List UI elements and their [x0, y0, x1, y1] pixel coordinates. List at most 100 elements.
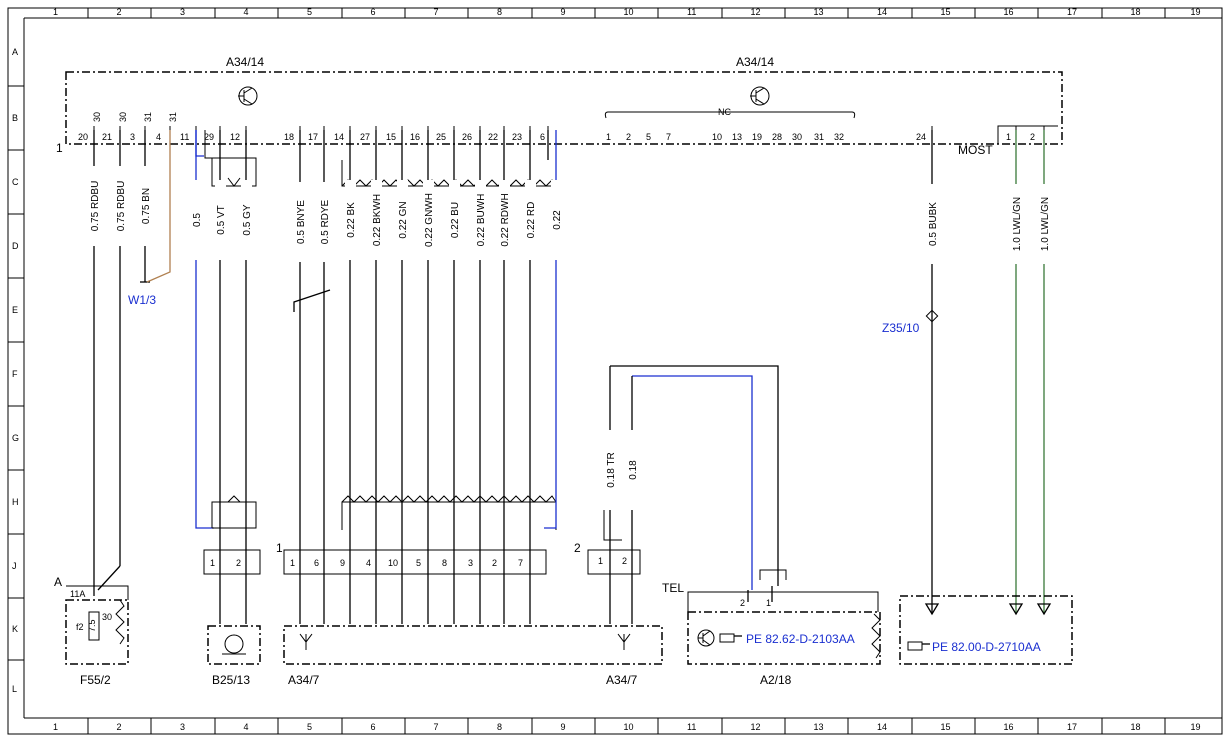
a34-14-pin: 7 [666, 132, 671, 142]
a34-7-pin: 4 [366, 558, 371, 568]
grid-col-label: 6 [371, 7, 376, 17]
a34-14-pin: 15 [386, 132, 396, 142]
grid-col-label: 4 [244, 722, 249, 732]
grid-row-label: D [12, 241, 19, 251]
fuse-f2: f2 [76, 622, 84, 632]
a2-18-box [687, 611, 881, 665]
a34-7-pin: 3 [468, 558, 473, 568]
wire-label: 1.0 LWL/GN [1012, 197, 1023, 251]
antenna-icon [299, 633, 313, 650]
ref-most[interactable]: PE 82.00-D-2710AA [932, 640, 1041, 654]
grid-col-label: 5 [307, 7, 312, 17]
wire-label: 0.5 GY [242, 204, 253, 235]
a34-14-subpin: 31 [143, 112, 153, 122]
tel-label: TEL [662, 581, 684, 595]
grid-col-label: 11 [687, 7, 696, 17]
marker-2: 2 [574, 541, 581, 555]
a34-14-label-right: A34/14 [736, 55, 774, 69]
a34-14-pin: 10 [712, 132, 722, 142]
fuse-30: 30 [102, 612, 112, 622]
a34-14-pin: 13 [732, 132, 742, 142]
grid-col-label: 10 [624, 722, 634, 732]
grid-col-label: 1 [53, 722, 58, 732]
f55-2-label: F55/2 [80, 673, 111, 687]
ref-a2-18[interactable]: PE 82.62-D-2103AA [746, 632, 855, 646]
marker-1: 1 [56, 141, 63, 155]
wire-label: 0.22 BKWH [372, 194, 383, 246]
a34-7-box [283, 625, 663, 665]
nc-bracket [604, 111, 856, 119]
pointing-hand-icon [719, 633, 742, 643]
grid-col-label: 7 [434, 722, 439, 732]
a34-7-connector [283, 549, 547, 575]
a34-14-pin: 28 [772, 132, 782, 142]
grid-row-label: L [12, 684, 17, 694]
grid-row-label: F [12, 369, 18, 379]
b25-13-label: B25/13 [212, 673, 250, 687]
grid-col-label: 2 [117, 722, 122, 732]
frame-outer [7, 7, 1223, 735]
a34-14-pin: 2 [1030, 132, 1035, 142]
a34-14-pin: 14 [334, 132, 344, 142]
a34-14-pin: 30 [792, 132, 802, 142]
grid-col-label: 15 [941, 722, 951, 732]
wire-label: 0.5 BUBK [928, 202, 939, 246]
wire-label: 0.22 BU [450, 202, 461, 238]
transistor-icon [750, 86, 770, 106]
fuse-icon [88, 611, 100, 641]
a34-14-pin: 29 [204, 132, 214, 142]
most-ref-box [899, 595, 1073, 665]
a34-14-pin: 17 [308, 132, 318, 142]
wire-label: 0.22 BUWH [476, 194, 487, 247]
a34-14-pin: 27 [360, 132, 370, 142]
a34-7-pin: 8 [442, 558, 447, 568]
a34-14-pin: 24 [916, 132, 926, 142]
grid-col-label: 13 [814, 7, 824, 17]
grid-col-label: 18 [1131, 722, 1141, 732]
grid-col-label: 9 [561, 7, 566, 17]
a34-14-pin: 32 [834, 132, 844, 142]
grid-row-label: A [12, 47, 18, 57]
grid-col-label: 14 [877, 722, 887, 732]
grid-col-label: 7 [434, 7, 439, 17]
grid-col-label: 3 [180, 722, 185, 732]
conn2-pin-2: 2 [622, 556, 627, 566]
grid-row-label: K [12, 624, 18, 634]
wire-label: 0.5 RDYE [320, 199, 331, 244]
b25-13-connector [203, 549, 261, 575]
fuse-11a: 11A [70, 589, 85, 599]
grid-col-label: 13 [814, 722, 824, 732]
a34-14-pin: 31 [814, 132, 824, 142]
grid-col-label: 5 [307, 722, 312, 732]
a34-14-pin: 20 [78, 132, 88, 142]
a34-14-subpin: 30 [118, 112, 128, 122]
wire-label: 0.18 [628, 460, 639, 480]
wire-label: 0.22 BK [346, 202, 357, 238]
wire-label: 0.5 BNYE [296, 200, 307, 244]
a34-14-pin: 3 [130, 132, 135, 142]
grid-col-label: 4 [244, 7, 249, 17]
grid-col-label: 16 [1004, 7, 1014, 17]
marker-1b: 1 [276, 541, 283, 555]
a34-14-label-left: A34/14 [226, 55, 264, 69]
wire-label: 0.5 [192, 213, 203, 227]
a34-14-pin: 18 [284, 132, 294, 142]
a34-14-pin: 1 [606, 132, 611, 142]
grid-col-label: 1 [53, 7, 58, 17]
a34-14-subpin: 30 [92, 112, 102, 122]
wire-label: 0.75 RDBU [116, 181, 127, 232]
f55-2-box [65, 599, 129, 665]
a34-7-pin: 2 [492, 558, 497, 568]
a34-14-pin: 23 [512, 132, 522, 142]
grid-col-label: 3 [180, 7, 185, 17]
a34-14-pin: 16 [410, 132, 420, 142]
wire-label: 1.0 LWL/GN [1040, 197, 1051, 251]
fuse-rating: 7.5 [87, 619, 97, 632]
grid-col-label: 12 [751, 7, 761, 17]
a34-14-pin: 11 [180, 132, 189, 142]
wire-label: 0.18 TR [606, 452, 617, 487]
